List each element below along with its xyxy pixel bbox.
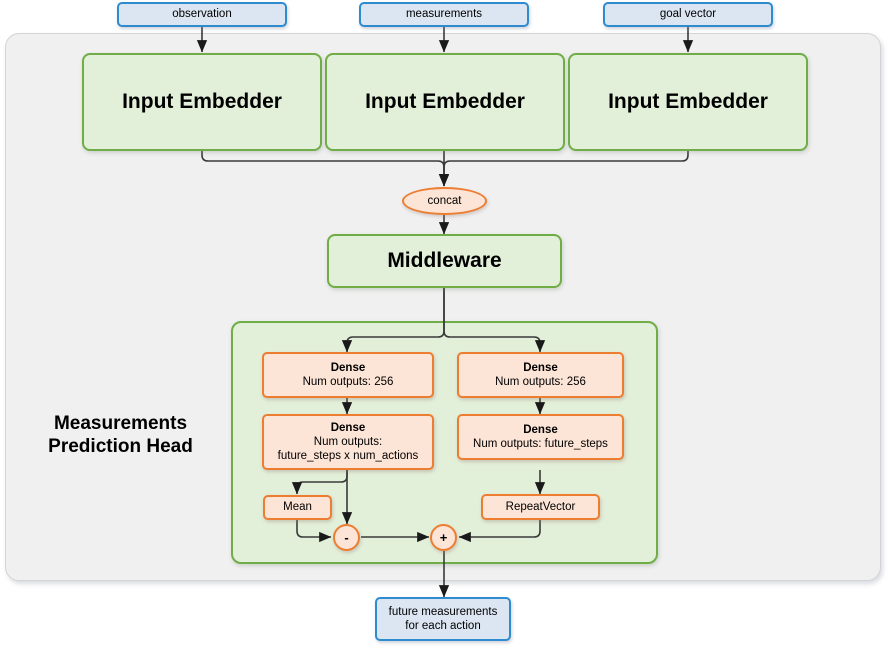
subtract-operator[interactable]: - [333,524,360,551]
right-dense-2-title: Dense [523,423,558,436]
subtract-operator-label: - [344,529,349,545]
right-dense-1-outputs: Num outputs: 256 [495,376,586,388]
add-operator[interactable]: + [430,524,457,551]
left-dense-2-outputs-value: future_steps x num_actions [277,450,419,462]
input-box-measurements[interactable]: measurements [359,2,529,27]
left-dense-2-outputs-label: Num outputs: [313,435,383,448]
input-box-goal-vector[interactable]: goal vector [603,2,773,27]
input-box-observation[interactable]: observation [117,2,287,27]
concat-node[interactable]: concat [402,187,487,215]
middleware-node[interactable]: Middleware [327,234,562,288]
mean-node[interactable]: Mean [263,495,332,520]
output-label-line2: for each action [405,620,481,632]
left-dense-1-outputs: Num outputs: 256 [302,376,394,388]
measurements-prediction-head-title: Measurements Prediction Head [18,405,223,465]
output-box-future-measurements[interactable]: future measurements for each action [375,597,511,641]
input-embedder-3[interactable]: Input Embedder [568,53,808,151]
mean-label: Mean [283,501,312,514]
head-title-line1: Measurements [53,412,188,434]
middleware-label: Middleware [387,249,502,273]
repeat-vector-node[interactable]: RepeatVector [481,494,600,520]
left-dense-1[interactable]: Dense Num outputs: 256 [262,352,434,398]
input-label-measurements: measurements [405,8,483,21]
input-label-observation: observation [172,8,232,21]
input-embedder-1-label: Input Embedder [122,90,282,114]
right-dense-2[interactable]: Dense Num outputs: future_steps [457,414,624,460]
output-label-line1: future measurements [388,605,498,618]
repeat-vector-label: RepeatVector [505,500,576,513]
input-embedder-3-label: Input Embedder [608,90,768,114]
input-label-goal-vector: goal vector [659,8,717,21]
input-embedder-1[interactable]: Input Embedder [82,53,322,151]
head-title-line2: Prediction Head [48,436,193,457]
left-dense-2[interactable]: Dense Num outputs: future_steps x num_ac… [262,414,434,470]
input-embedder-2[interactable]: Input Embedder [325,53,565,151]
input-embedder-2-label: Input Embedder [365,90,525,114]
left-dense-1-title: Dense [330,361,366,374]
right-dense-1[interactable]: Dense Num outputs: 256 [457,352,624,398]
left-dense-2-title: Dense [330,421,366,434]
right-dense-2-outputs: Num outputs: future_steps [473,438,608,450]
concat-label: concat [427,194,462,207]
add-operator-label: + [439,529,448,545]
right-dense-1-title: Dense [523,361,558,374]
